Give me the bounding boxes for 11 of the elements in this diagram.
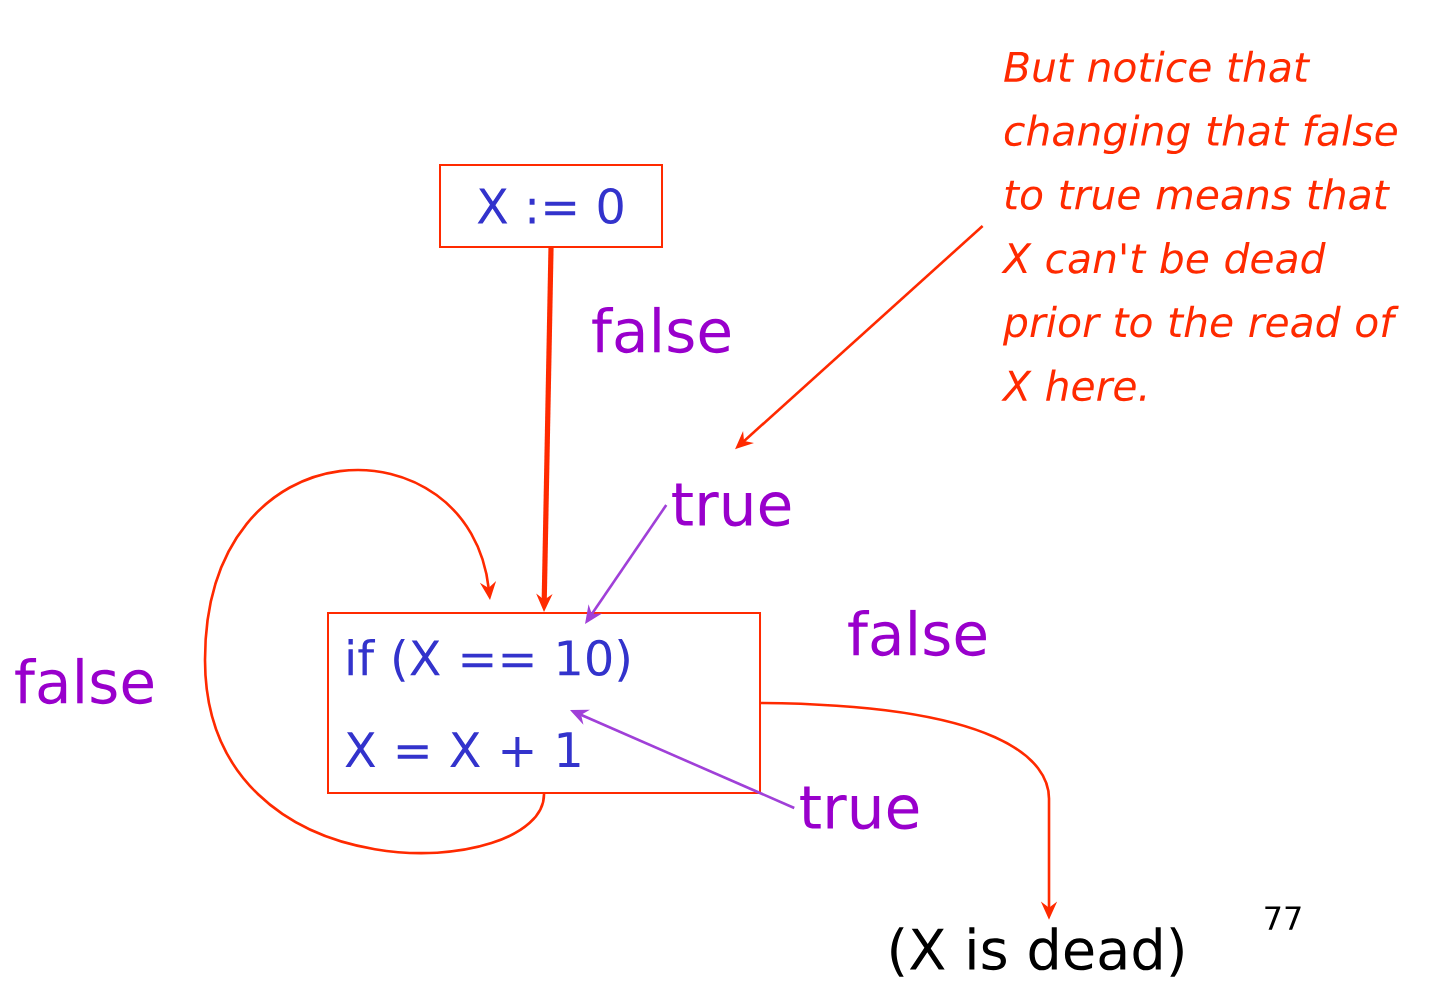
edge-label: false	[592, 306, 730, 354]
page-number: 77	[1265, 906, 1301, 930]
condition-label: true	[672, 483, 791, 527]
condition-label: true	[800, 786, 919, 830]
process-box: if (X == 10) X = X + 1	[327, 612, 761, 794]
note-text: But notice that changing that false to true means that X can't be dead prior to the read of X here.	[1001, 50, 1399, 402]
edge-label: false	[15, 657, 153, 705]
arrow	[203, 469, 546, 855]
annotation-text: (X is dead)	[891, 927, 1183, 977]
edge-label: false	[848, 609, 986, 657]
process-box: X := 0	[439, 164, 663, 248]
